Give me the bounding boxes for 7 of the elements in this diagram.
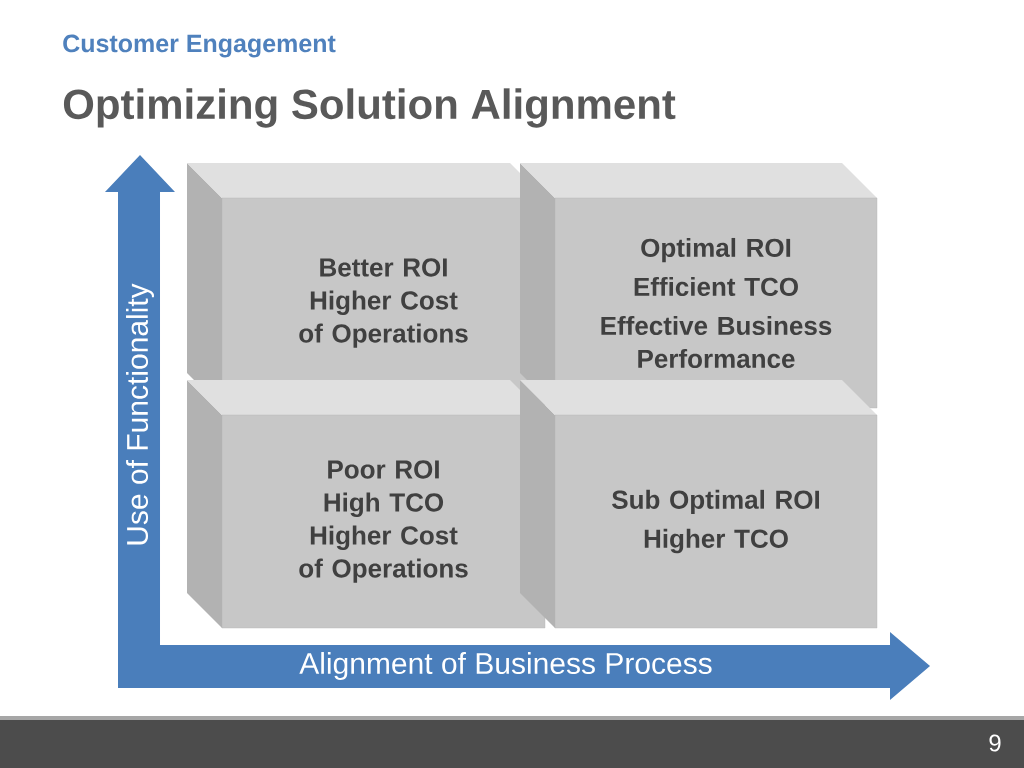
quadrant-box: Poor ROI High TCO Higher Cost of Operations — [187, 380, 546, 629]
axis-label: Use of Functionality — [126, 283, 154, 545]
quadrant-box: Sub Optimal ROI Higher TCO — [520, 380, 878, 629]
title: Optimizing Solution Alignment — [63, 88, 676, 128]
page-number: 9 — [989, 734, 1001, 752]
supertitle: Customer Engagement — [63, 34, 336, 58]
axis-label: Alignment of Business Process — [299, 652, 712, 680]
